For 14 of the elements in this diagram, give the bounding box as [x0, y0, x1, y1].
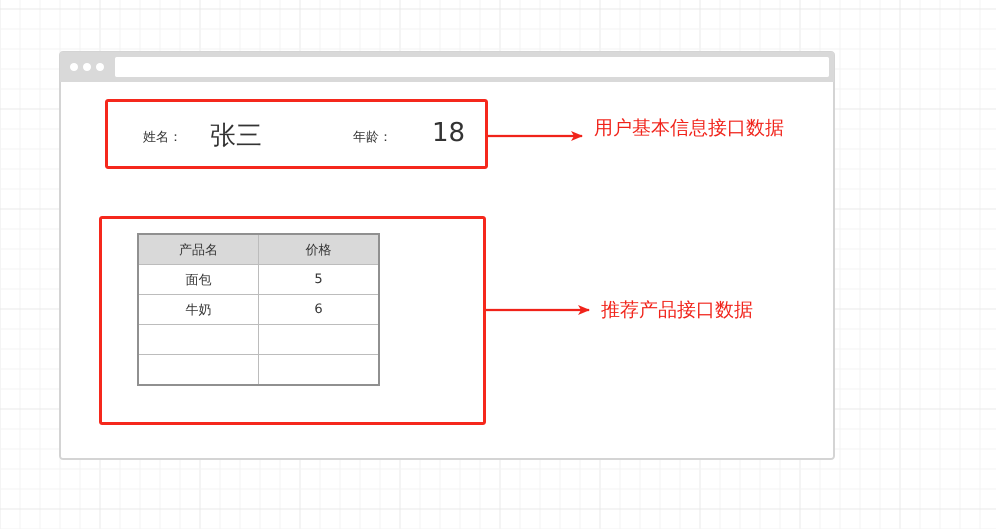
arrow — [486, 305, 590, 315]
table-cell: 面包 — [138, 264, 258, 294]
arrow — [488, 131, 583, 141]
field-label: 姓名： — [143, 129, 182, 146]
annotation-text: 推荐产品接口数据 — [601, 298, 753, 323]
field-label: 年龄： — [353, 129, 392, 146]
highlight-box — [105, 99, 488, 169]
table-cell: 产品名 — [138, 234, 258, 264]
field-value: 18 — [432, 118, 466, 148]
table-cell: 牛奶 — [138, 294, 258, 324]
field-value: 张三 — [210, 120, 262, 153]
annotation-text: 用户基本信息接口数据 — [594, 116, 784, 141]
highlight-box — [99, 216, 486, 425]
table-cell: 价格 — [258, 234, 379, 264]
